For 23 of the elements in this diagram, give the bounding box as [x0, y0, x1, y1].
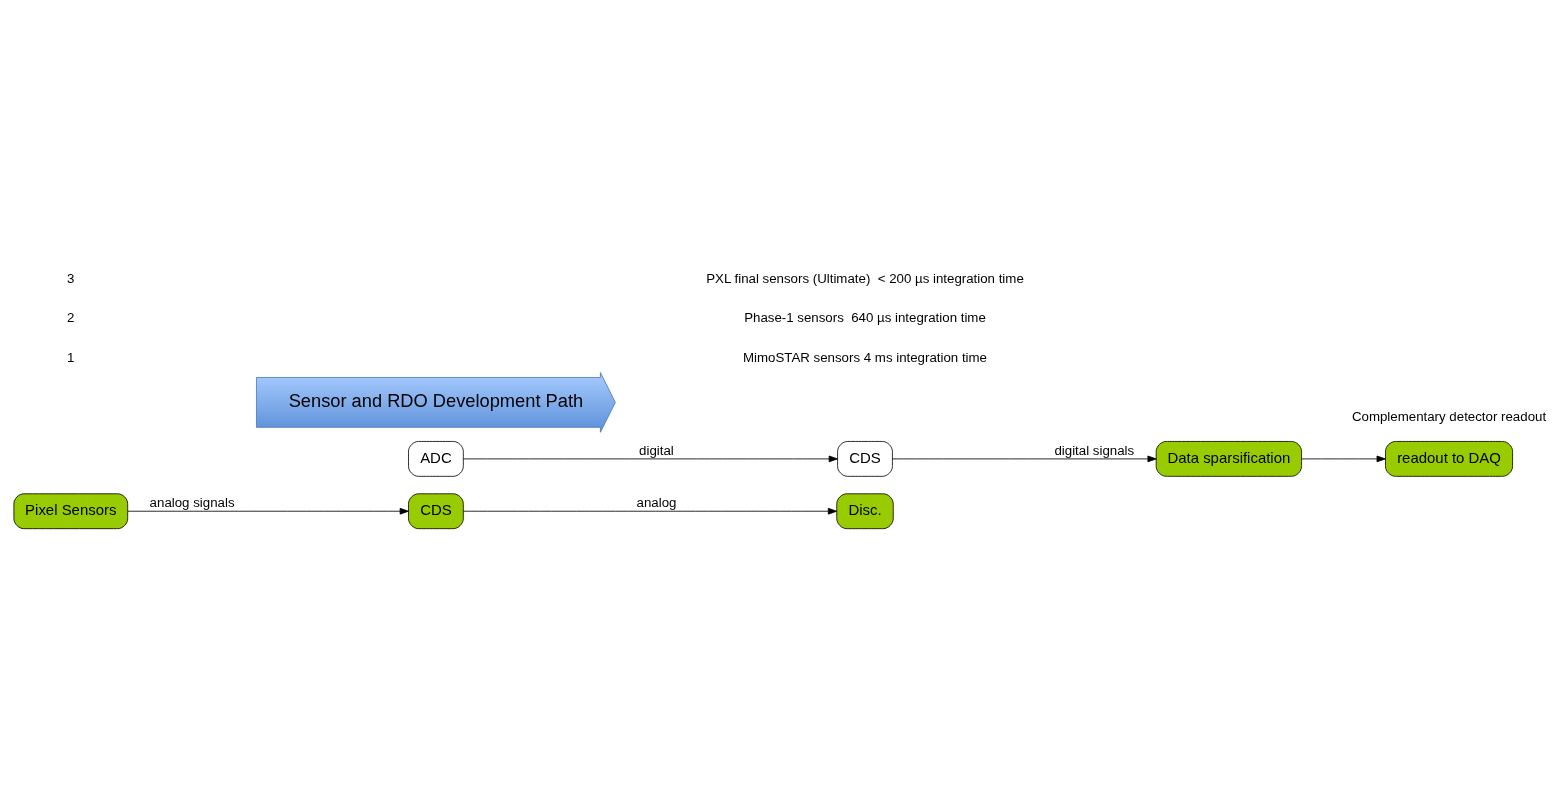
edge-label: digital signals [1054, 442, 1135, 458]
edge-label: digital [639, 442, 674, 458]
label: 2 [67, 309, 75, 325]
arrow [463, 455, 838, 462]
arrow [127, 507, 409, 515]
node-box: CDS [408, 492, 464, 529]
label: 3 [67, 270, 75, 286]
label: 1 [67, 349, 75, 365]
label: Phase-1 sensors 640 µs integration time [744, 309, 986, 325]
node-box: Pixel Sensors [13, 492, 129, 529]
node-box: Data sparsification [1155, 440, 1302, 477]
node-box: Disc. [836, 492, 894, 529]
arrow [892, 455, 1157, 462]
arrow [463, 507, 838, 515]
node-box: readout to DAQ [1385, 440, 1513, 477]
edge-label: analog signals [149, 494, 235, 510]
edge-label: analog [636, 494, 677, 510]
arrow [1301, 455, 1386, 462]
node-box: CDS [837, 440, 893, 477]
node-box: ADC [408, 440, 464, 477]
label: PXL final sensors (Ultimate) < 200 µs integration time [706, 270, 1024, 286]
label: MimoSTAR sensors 4 ms integration time [742, 349, 988, 365]
label: Complementary detector readout [1351, 408, 1547, 424]
